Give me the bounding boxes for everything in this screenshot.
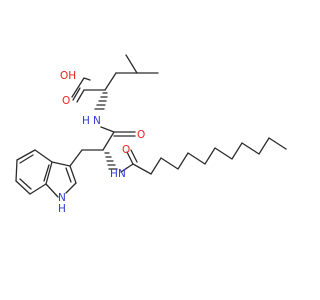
amide-n-top-label: N: [93, 115, 101, 127]
bond-c3-c2: [69, 165, 77, 184]
amide-n-mid-label: N: [118, 168, 126, 180]
molecule-diagram: OH O N H O N H O N H: [15, 54, 287, 215]
acyl-chain: [120, 137, 287, 175]
stereo-hash-top: [94, 92, 108, 110]
bond-nh-carbonyl: [100, 126, 115, 133]
bond-c5-c6: [15, 159, 18, 182]
bond-c6-c7: [15, 180, 31, 195]
bond-c2-n1: [65, 182, 77, 194]
bond-acid-double-2: [76, 89, 85, 103]
bond-n-acyl: [120, 163, 134, 173]
bond-c3-c3a: [51, 161, 71, 167]
bond-c3a-c4: [34, 149, 53, 163]
amide-h-top-label: H: [82, 115, 90, 127]
tryptophan-fragment: [15, 149, 118, 198]
bond-cg-cd1: [125, 54, 138, 74]
hydroxyl-label: OH: [60, 70, 76, 82]
bond-acid-c-oh: [83, 77, 91, 81]
leucine-fragment: [71, 54, 159, 110]
indole-h-label: H: [58, 203, 66, 215]
bond-acid-double: [72, 87, 81, 101]
bond-alpha-cb: [104, 72, 117, 91]
amide-h-mid-label: H: [110, 168, 118, 180]
bond-cb-indole: [69, 149, 83, 167]
carbonyl-oxygen-label: O: [137, 129, 145, 141]
acid-oxygen-label: O: [62, 95, 70, 107]
bond-acyl-o: [126, 151, 134, 165]
bond-c4-c5: [16, 149, 36, 161]
bond-acid-c-o: [71, 77, 85, 98]
bond-acyl-o-2: [130, 149, 138, 163]
indole-n-label: N: [58, 192, 66, 204]
molecule-structure: OH O N H O N H O N H: [15, 54, 287, 215]
alkyl-chain: [132, 137, 287, 175]
bond-c6-c7-double: [19, 178, 32, 190]
bond-c3a-c7a-double: [43, 164, 50, 182]
acyl-oxygen-label: O: [122, 144, 130, 156]
bond-carbonyl-alpha2: [102, 131, 115, 151]
bond-c4-c5-double: [19, 154, 34, 164]
bond-c7a-c3a: [45, 161, 53, 185]
stereo-hash-mid: [104, 152, 118, 170]
bond-c3-c2-double: [65, 167, 72, 183]
bond-c7-c7a: [29, 183, 47, 195]
peptide-link: [100, 126, 136, 151]
bond-n1-c7a: [45, 183, 59, 198]
atom-labels: OH O N H O N H O N H: [58, 70, 145, 215]
